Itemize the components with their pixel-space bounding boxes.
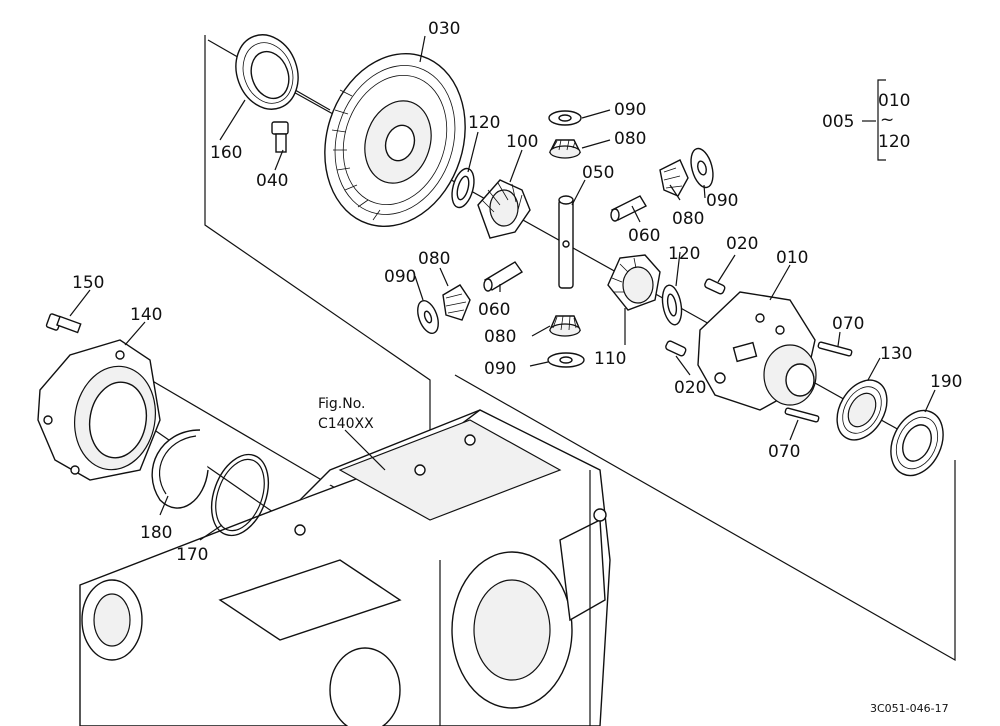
- washer-090-left: [417, 300, 439, 334]
- bearing-190: [890, 409, 944, 477]
- short-shaft-060-lower: [483, 261, 524, 292]
- assembly-range-tilde: ~: [880, 110, 894, 130]
- callout-130: 130: [880, 344, 912, 364]
- callout-080-top: 080: [614, 129, 646, 149]
- callout-060-lower: 060: [478, 300, 510, 320]
- thrust-washer-120-upper: [451, 167, 475, 209]
- callout-060-upper: 060: [628, 226, 660, 246]
- bearing-130: [836, 379, 888, 441]
- assembly-set-number: 005: [822, 112, 854, 132]
- callout-090-bottom: 090: [484, 359, 516, 379]
- pin-020-lower: [665, 340, 687, 357]
- ring-gear-030: [324, 53, 466, 227]
- differential-case-010: [697, 291, 817, 411]
- callout-160: 160: [210, 143, 242, 163]
- thrust-washer-120-lower: [661, 284, 683, 326]
- pinion-gear-080-bottom: [548, 315, 582, 337]
- callout-010: 010: [776, 248, 808, 268]
- callout-090-right: 090: [706, 191, 738, 211]
- callout-190: 190: [930, 372, 962, 392]
- callout-080-bottom: 080: [484, 327, 516, 347]
- assembly-range-end: 120: [878, 132, 910, 152]
- snap-ring-180: [151, 429, 209, 509]
- washer-090-top: [548, 110, 582, 126]
- callout-180: 180: [140, 523, 172, 543]
- callout-150: 150: [72, 273, 104, 293]
- bearing-holder-140: [37, 339, 161, 481]
- bearing-160: [235, 34, 299, 110]
- callout-090-top: 090: [614, 100, 646, 120]
- leader-lines: [69, 35, 936, 541]
- callout-070-lower: 070: [768, 442, 800, 462]
- o-ring-170: [210, 453, 270, 537]
- callout-100: 100: [506, 132, 538, 152]
- callout-080-left: 080: [418, 249, 450, 269]
- transmission-case: [79, 409, 611, 726]
- callout-020-lower: 020: [674, 378, 706, 398]
- short-shaft-060-upper: [610, 195, 647, 222]
- callout-labels: 030 160 040 120 100 090 080 050 080 090 …: [72, 19, 962, 715]
- washer-090-bottom: [547, 352, 585, 368]
- spring-pin-070-lower: [784, 407, 820, 423]
- assembly-range-start: 010: [878, 91, 910, 111]
- callout-080-right: 080: [672, 209, 704, 229]
- pinion-gear-080-right: [659, 159, 689, 197]
- drawing-code: 3C051-046-17: [870, 702, 949, 715]
- callout-090-left: 090: [384, 267, 416, 287]
- bolt-150: [45, 313, 82, 334]
- callout-110: 110: [594, 349, 626, 369]
- callout-020-upper: 020: [726, 234, 758, 254]
- side-gear-110: [607, 254, 661, 311]
- callout-140: 140: [130, 305, 162, 325]
- side-gear-100: [477, 179, 531, 239]
- callout-070-upper: 070: [832, 314, 864, 334]
- callout-120-lower: 120: [668, 244, 700, 264]
- pinion-gear-080-left: [442, 284, 471, 321]
- assembly-set-bracket: [862, 79, 886, 161]
- washer-090-right: [690, 147, 714, 189]
- pinion-gear-080-top: [548, 139, 582, 159]
- fig-ref-line2: C140XX: [318, 416, 374, 432]
- callout-170: 170: [176, 545, 208, 565]
- callout-040: 040: [256, 171, 288, 191]
- fig-ref-line1: Fig.No.: [318, 396, 366, 412]
- bolt-040: [271, 121, 289, 153]
- callout-120-upper: 120: [468, 113, 500, 133]
- pinion-shaft-050: [558, 195, 574, 289]
- pin-020-upper: [704, 278, 726, 295]
- callout-030: 030: [428, 19, 460, 39]
- callout-050: 050: [582, 163, 614, 183]
- spring-pin-070-upper: [817, 341, 853, 357]
